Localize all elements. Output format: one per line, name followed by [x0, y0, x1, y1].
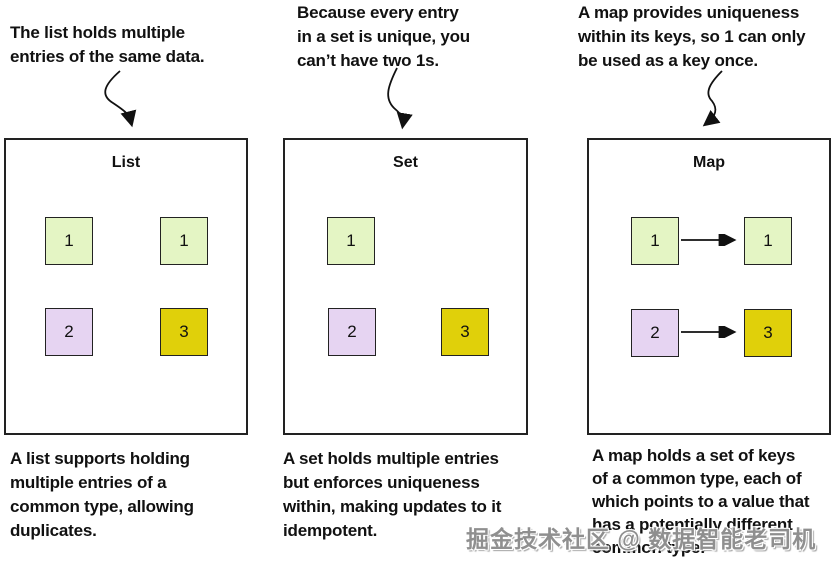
annotation-list: The list holds multiple entries of the s…	[10, 23, 205, 66]
list-cell: 1	[160, 217, 208, 265]
set-cell: 2	[328, 308, 376, 356]
set-box-title: Set	[393, 154, 418, 171]
map-box: Map 1 1 2 3	[587, 138, 831, 435]
map-value-cell: 1	[744, 217, 792, 265]
squiggly-arrow-to-map-icon	[702, 70, 723, 127]
map-key-cell: 1	[631, 217, 679, 265]
map-key-value-arrow-icon	[681, 234, 737, 246]
map-key-value-arrow-icon	[681, 326, 737, 338]
set-box: Set 1 2 3	[283, 138, 528, 435]
squiggly-arrow-to-list-icon	[104, 70, 137, 128]
map-box-title: Map	[693, 154, 725, 171]
description-list: A list supports holding multiple entries…	[10, 449, 194, 540]
description-set: A set holds multiple entries but enforce…	[283, 449, 502, 540]
map-key-cell: 2	[631, 309, 679, 357]
squiggly-arrow-to-set-icon	[387, 67, 413, 130]
list-box: List 1 1 2 3	[4, 138, 248, 435]
list-cell: 2	[45, 308, 93, 356]
description-map: A map holds a set of keys of a common ty…	[592, 446, 810, 557]
set-cell: 1	[327, 217, 375, 265]
set-cell: 3	[441, 308, 489, 356]
annotation-map: A map provides uniqueness within its key…	[578, 3, 806, 70]
list-cell: 3	[160, 308, 208, 356]
watermark: 掘金技术社区 @ 数据智能老司机	[466, 526, 817, 552]
annotation-set: Because every entry in a set is unique, …	[297, 3, 470, 70]
map-value-cell: 3	[744, 309, 792, 357]
list-box-title: List	[111, 154, 141, 171]
list-cell: 1	[45, 217, 93, 265]
